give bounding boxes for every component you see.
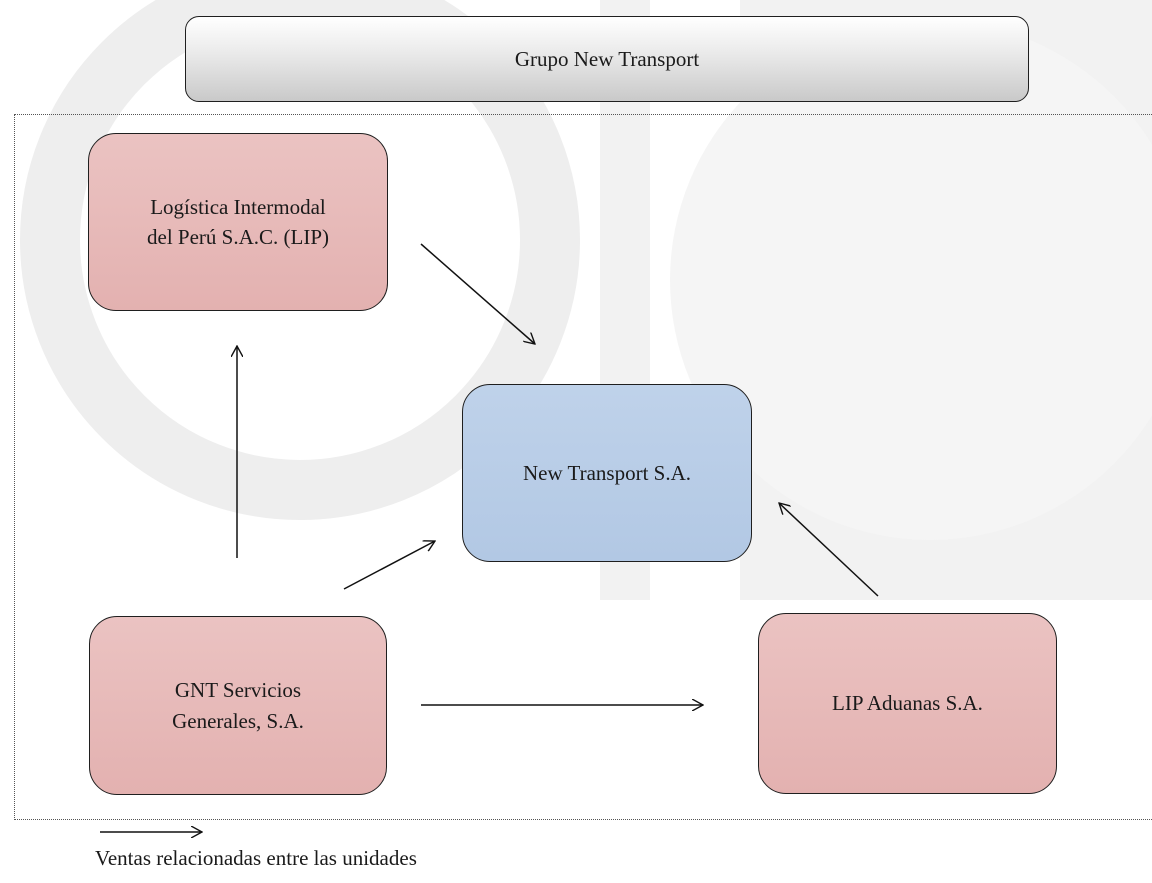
- group-title-box: Grupo New Transport: [185, 16, 1029, 102]
- group-title: Grupo New Transport: [514, 46, 700, 71]
- node-lip-label: Logística Intermodal del Perú S.A.C. (LI…: [147, 194, 329, 249]
- node-lip: Logística Intermodal del Perú S.A.C. (LI…: [88, 133, 388, 311]
- node-lip-aduanas-label: LIP Aduanas S.A.: [832, 691, 983, 716]
- node-gnt-label: GNT Servicios Generales, S.A.: [172, 678, 304, 733]
- group-boundary: [14, 114, 1152, 820]
- node-new-transport: New Transport S.A.: [462, 384, 752, 562]
- legend-label: Ventas relacionadas entre las unidades: [95, 846, 417, 870]
- node-gnt: GNT Servicios Generales, S.A.: [89, 616, 387, 795]
- node-new-transport-label: New Transport S.A.: [522, 460, 692, 485]
- node-lip-aduanas: LIP Aduanas S.A.: [758, 613, 1057, 794]
